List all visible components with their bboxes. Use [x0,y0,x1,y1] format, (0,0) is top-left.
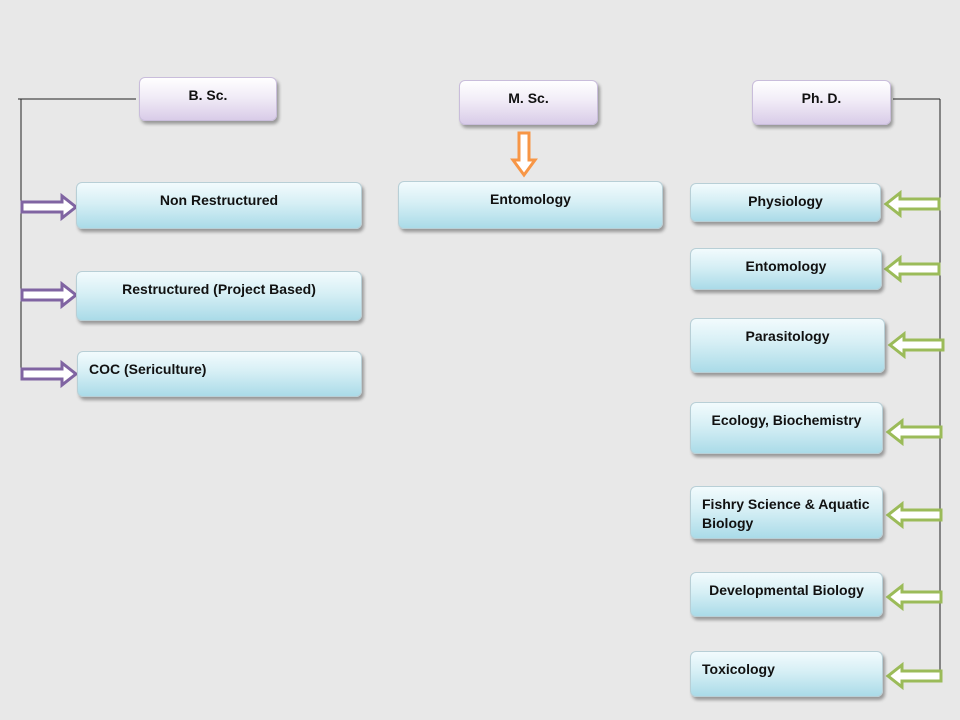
bsc-arrow-icon [20,280,79,310]
phd-item-developmental-biology: Developmental Biology [690,572,883,617]
phd-item-label: Physiology [748,193,823,209]
phd-item-toxicology: Toxicology [690,651,883,697]
phd-item-label: Ecology, Biochemistry [711,412,862,428]
phd-item-fishry-science: Fishry Science & Aquatic Biology [690,486,883,539]
phd-header-label: Ph. D. [801,90,842,106]
bsc-item-label: COC (Sericulture) [89,361,207,377]
msc-arrow-icon [510,131,538,178]
bsc-item-label: Non Restructured [159,192,279,208]
bsc-item-restructured: Restructured (Project Based) [76,271,362,321]
phd-item-label: Toxicology [702,661,775,677]
phd-header: Ph. D. [752,80,891,125]
phd-arrow-icon [883,189,941,219]
msc-item-label: Entomology [490,191,571,207]
phd-item-ecology-biochemistry: Ecology, Biochemistry [690,402,883,454]
phd-item-entomology: Entomology [690,248,882,290]
phd-item-label: Parasitology [745,328,830,344]
phd-item-label: Entomology [745,258,827,274]
phd-arrow-icon [885,500,943,530]
phd-item-parasitology: Parasitology [690,318,885,373]
bsc-item-non-restructured: Non Restructured [76,182,362,229]
phd-arrow-icon [887,330,945,360]
phd-item-physiology: Physiology [690,183,881,222]
msc-header-label: M. Sc. [508,90,549,106]
phd-arrow-icon [885,582,943,612]
bsc-item-coc: COC (Sericulture) [77,351,362,397]
bsc-item-label: Restructured (Project Based) [122,281,316,297]
phd-arrow-icon [885,661,943,691]
msc-header: M. Sc. [459,80,598,125]
bsc-arrow-icon [20,192,79,222]
bsc-arrow-icon [20,359,79,389]
phd-item-label: Developmental Biology [709,582,864,598]
bsc-header: B. Sc. [139,77,277,121]
phd-arrow-icon [883,254,941,284]
msc-item-entomology: Entomology [398,181,663,229]
bsc-header-label: B. Sc. [188,87,228,103]
phd-item-label: Fishry Science & Aquatic Biology [702,496,870,531]
phd-arrow-icon [885,417,943,447]
